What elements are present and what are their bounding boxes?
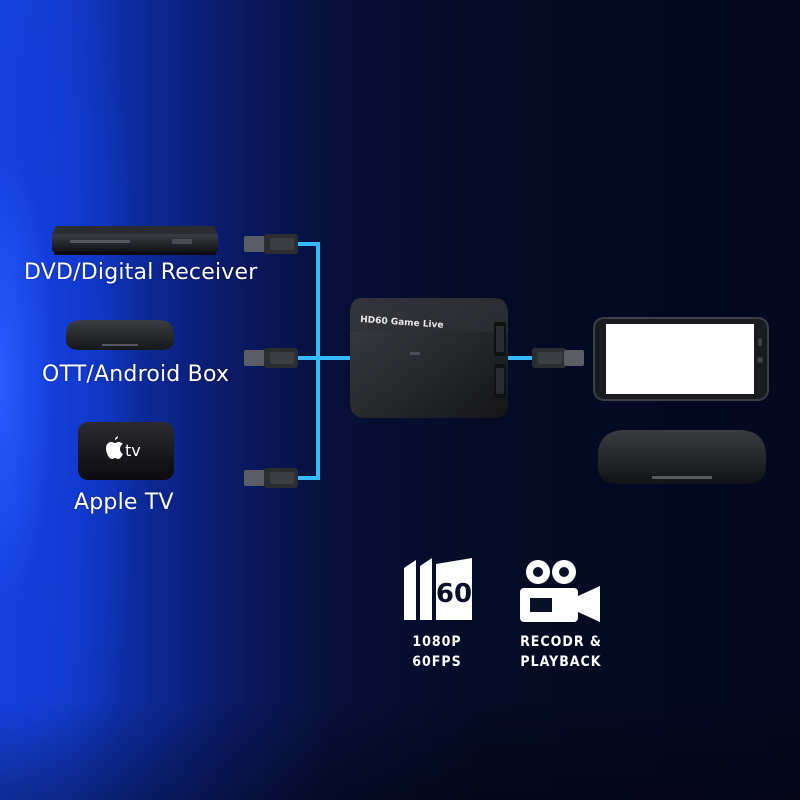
source-label-android: OTT/Android Box <box>42 362 230 387</box>
60fps-icon: 60 <box>404 558 472 620</box>
hdmi-plug-android <box>244 348 298 368</box>
apple-tv-icon: tv <box>78 422 174 480</box>
floor-reflection <box>0 700 800 800</box>
hdmi-plug-dvd <box>244 234 298 254</box>
android-box-icon <box>66 320 174 350</box>
feature-fps-line1: 1080P <box>412 634 462 650</box>
apple-tv-logo-text: tv <box>125 441 141 460</box>
hdmi-plug-appletv <box>244 468 298 488</box>
wire-appletv <box>296 356 320 480</box>
feature-label-record: RECODR & PLAYBACK <box>506 632 616 672</box>
video-camera-icon <box>520 560 600 622</box>
hdmi-plug-output <box>532 348 584 368</box>
apple-logo-icon <box>106 436 123 459</box>
dvd-player-icon <box>52 226 218 255</box>
smartphone-icon <box>593 317 769 401</box>
tv-box-icon <box>598 430 766 484</box>
feature-record-line2: PLAYBACK <box>520 654 602 670</box>
feature-record-line1: RECODR & <box>520 634 602 650</box>
source-label-appletv: Apple TV <box>74 490 174 515</box>
feature-fps-line2: 60FPS <box>412 654 462 670</box>
60fps-badge-text: 60 <box>436 579 472 609</box>
feature-label-fps: 1080P 60FPS <box>392 632 482 672</box>
capture-card-icon: HD60 Game Live <box>350 298 508 418</box>
source-label-dvd: DVD/Digital Receiver <box>24 260 258 285</box>
phone-screen <box>606 324 754 394</box>
